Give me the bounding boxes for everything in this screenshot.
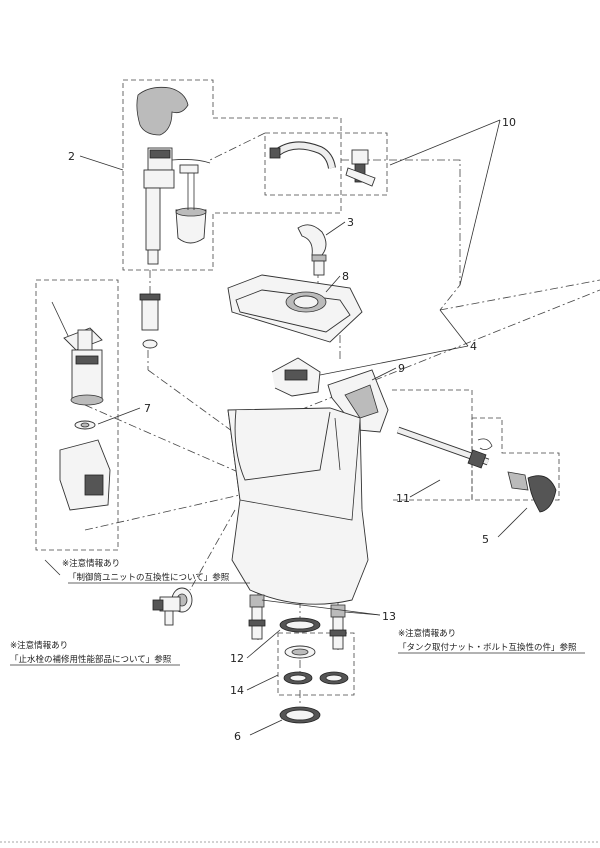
callout-8: 8 bbox=[342, 270, 349, 283]
note-tank-nut-flag: ※注意情報あり bbox=[398, 628, 456, 639]
part-supply-hose bbox=[269, 141, 376, 187]
callout-7: 7 bbox=[144, 402, 151, 415]
note-tank-nut: ※注意情報あり 「タンク取付ナット・ボルト互換性の件」参照 bbox=[398, 628, 585, 654]
callout-labels: 2 3 4 5 6 7 8 9 10 11 12 13 14 bbox=[68, 116, 516, 743]
part-lever-rod bbox=[396, 426, 493, 469]
callout-9: 9 bbox=[398, 362, 405, 375]
part-bracket bbox=[271, 357, 321, 397]
note-control-unit-flag: ※注意情報あり bbox=[62, 558, 120, 569]
part-tank-lid bbox=[227, 274, 363, 343]
note-tank-nut-text: 「タンク取付ナット・ボルト互換性の件」参照 bbox=[398, 642, 577, 653]
part-control-unit bbox=[51, 301, 111, 511]
part-fill-valve bbox=[136, 86, 211, 265]
callout-14: 14 bbox=[230, 684, 244, 697]
note-stop-valve: ※注意情報あり 「止水栓の補修用性能部品について」参照 bbox=[10, 640, 180, 666]
note-control-unit-text: 「制御筒ユニットの互換性について」参照 bbox=[68, 572, 230, 583]
callout-5: 5 bbox=[482, 533, 489, 546]
group-box-supply-hose bbox=[264, 132, 388, 196]
note-control-unit: ※注意情報あり 「制御筒ユニットの互換性について」参照 bbox=[62, 558, 250, 584]
callout-3: 3 bbox=[347, 216, 354, 229]
group-box-control-unit bbox=[35, 279, 119, 551]
group-box-ball-tap-assembly bbox=[122, 79, 342, 271]
note-stop-valve-flag: ※注意情報あり bbox=[10, 640, 68, 651]
callout-12: 12 bbox=[230, 652, 244, 665]
callout-2: 2 bbox=[68, 150, 75, 163]
part-handle bbox=[507, 471, 557, 513]
group-box-gasket-set bbox=[277, 632, 355, 696]
callout-6: 6 bbox=[234, 730, 241, 743]
part-gasket-12 bbox=[279, 617, 321, 633]
note-stop-valve-text: 「止水栓の補修用性能部品について」参照 bbox=[10, 654, 172, 665]
part-gasket-14-top bbox=[284, 645, 316, 659]
part-gasket-14-right bbox=[319, 671, 349, 685]
callout-13: 13 bbox=[382, 610, 396, 623]
part-gasket-14-left bbox=[283, 671, 313, 685]
part-tank-bolt-left bbox=[248, 594, 266, 640]
group-box-flush-valve bbox=[392, 389, 473, 501]
part-gasket-6 bbox=[279, 706, 321, 724]
part-tank-body bbox=[227, 407, 369, 605]
leader-lines bbox=[44, 119, 528, 736]
callout-11: 11 bbox=[396, 492, 410, 505]
part-valve-stem bbox=[139, 293, 161, 349]
part-spout bbox=[297, 224, 327, 276]
part-tank-bolt-right bbox=[329, 604, 347, 650]
callout-10: 10 bbox=[502, 116, 516, 129]
part-stop-valve bbox=[152, 587, 193, 626]
callout-4: 4 bbox=[470, 340, 477, 353]
part-lever-arm bbox=[327, 369, 389, 433]
group-box-lever-handle bbox=[471, 417, 560, 501]
